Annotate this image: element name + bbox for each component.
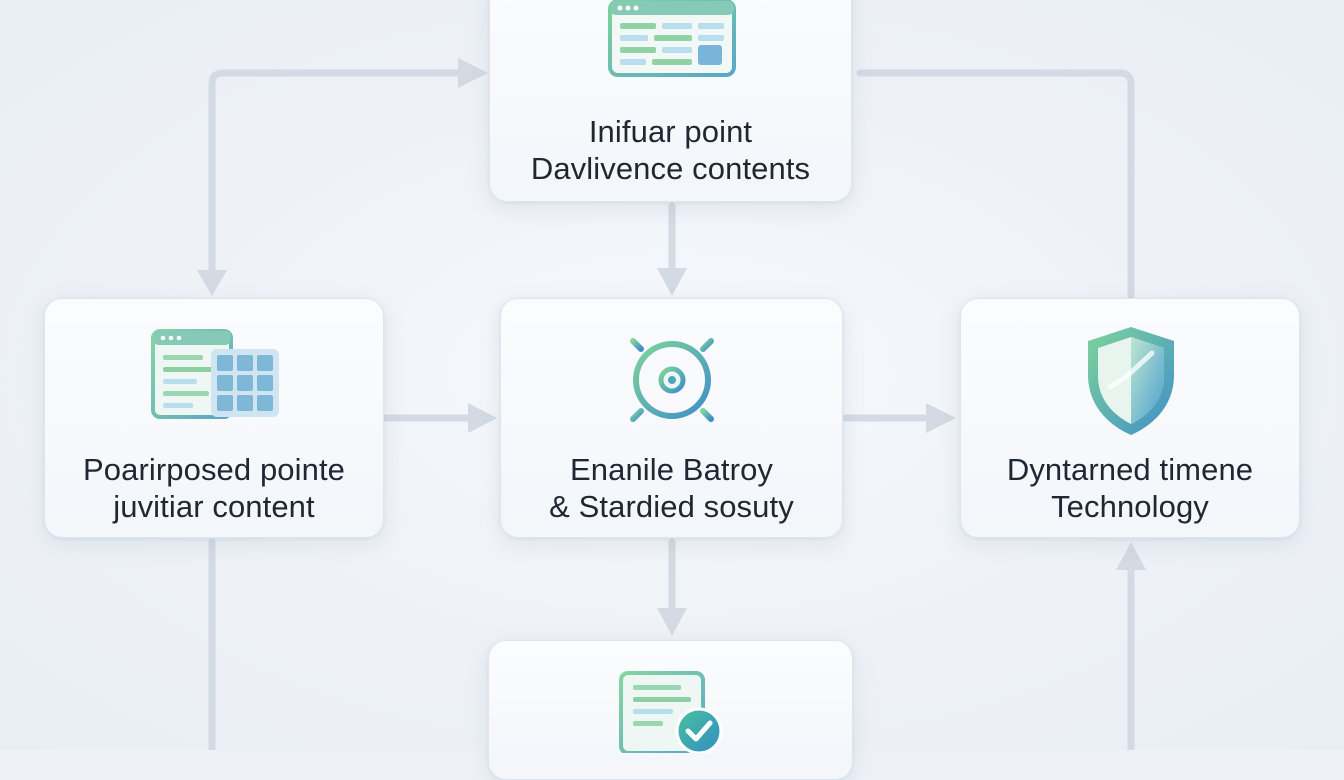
node-top-line1: Inifuar point xyxy=(588,114,753,149)
node-left-line2: juvitiar content xyxy=(113,489,315,524)
connector-left-to-top xyxy=(208,69,464,280)
node-center-line2: & Stardied sosuty xyxy=(549,489,794,524)
node-center-card[interactable]: Enanile Batroy & Stardied sosuty xyxy=(500,298,843,538)
node-bottom-card[interactable] xyxy=(488,640,853,780)
arrowhead-down-left xyxy=(197,270,227,296)
node-center-line1: Enanile Batroy xyxy=(569,452,774,487)
node-top-line2: Davlivence contents xyxy=(530,151,811,186)
node-left-label: Poarirposed pointe juvitiar content xyxy=(45,451,383,525)
node-right-line1: Dyntarned timene xyxy=(1006,452,1254,487)
arrowhead-left-to-top xyxy=(458,58,488,88)
node-left-card[interactable]: Poarirposed pointe juvitiar content xyxy=(44,298,384,538)
document-check-icon xyxy=(619,671,723,753)
shield-icon xyxy=(1088,327,1174,435)
spreadsheet-window-icon xyxy=(608,0,736,77)
node-right-card[interactable]: Dyntarned timene Technology xyxy=(960,298,1300,538)
node-top-card[interactable]: Inifuar point Davlivence contents xyxy=(489,0,852,202)
node-top-label: Inifuar point Davlivence contents xyxy=(490,113,851,187)
node-center-label: Enanile Batroy & Stardied sosuty xyxy=(501,451,842,525)
node-right-line2: Technology xyxy=(1051,489,1209,524)
document-table-icon xyxy=(151,329,279,419)
arrowhead-center-to-bottom xyxy=(657,608,687,636)
node-left-line1: Poarirposed pointe xyxy=(82,452,346,487)
node-right-label: Dyntarned timene Technology xyxy=(961,451,1299,525)
flow-connectors xyxy=(197,58,1146,750)
arrowhead-center-to-right xyxy=(926,403,956,433)
arrowhead-top-to-center xyxy=(657,268,687,296)
arrowhead-left-to-center xyxy=(468,403,497,433)
crosshair-wheel-icon xyxy=(612,321,732,439)
connector-top-to-right xyxy=(856,69,1135,300)
arrowhead-right-up xyxy=(1116,542,1146,570)
